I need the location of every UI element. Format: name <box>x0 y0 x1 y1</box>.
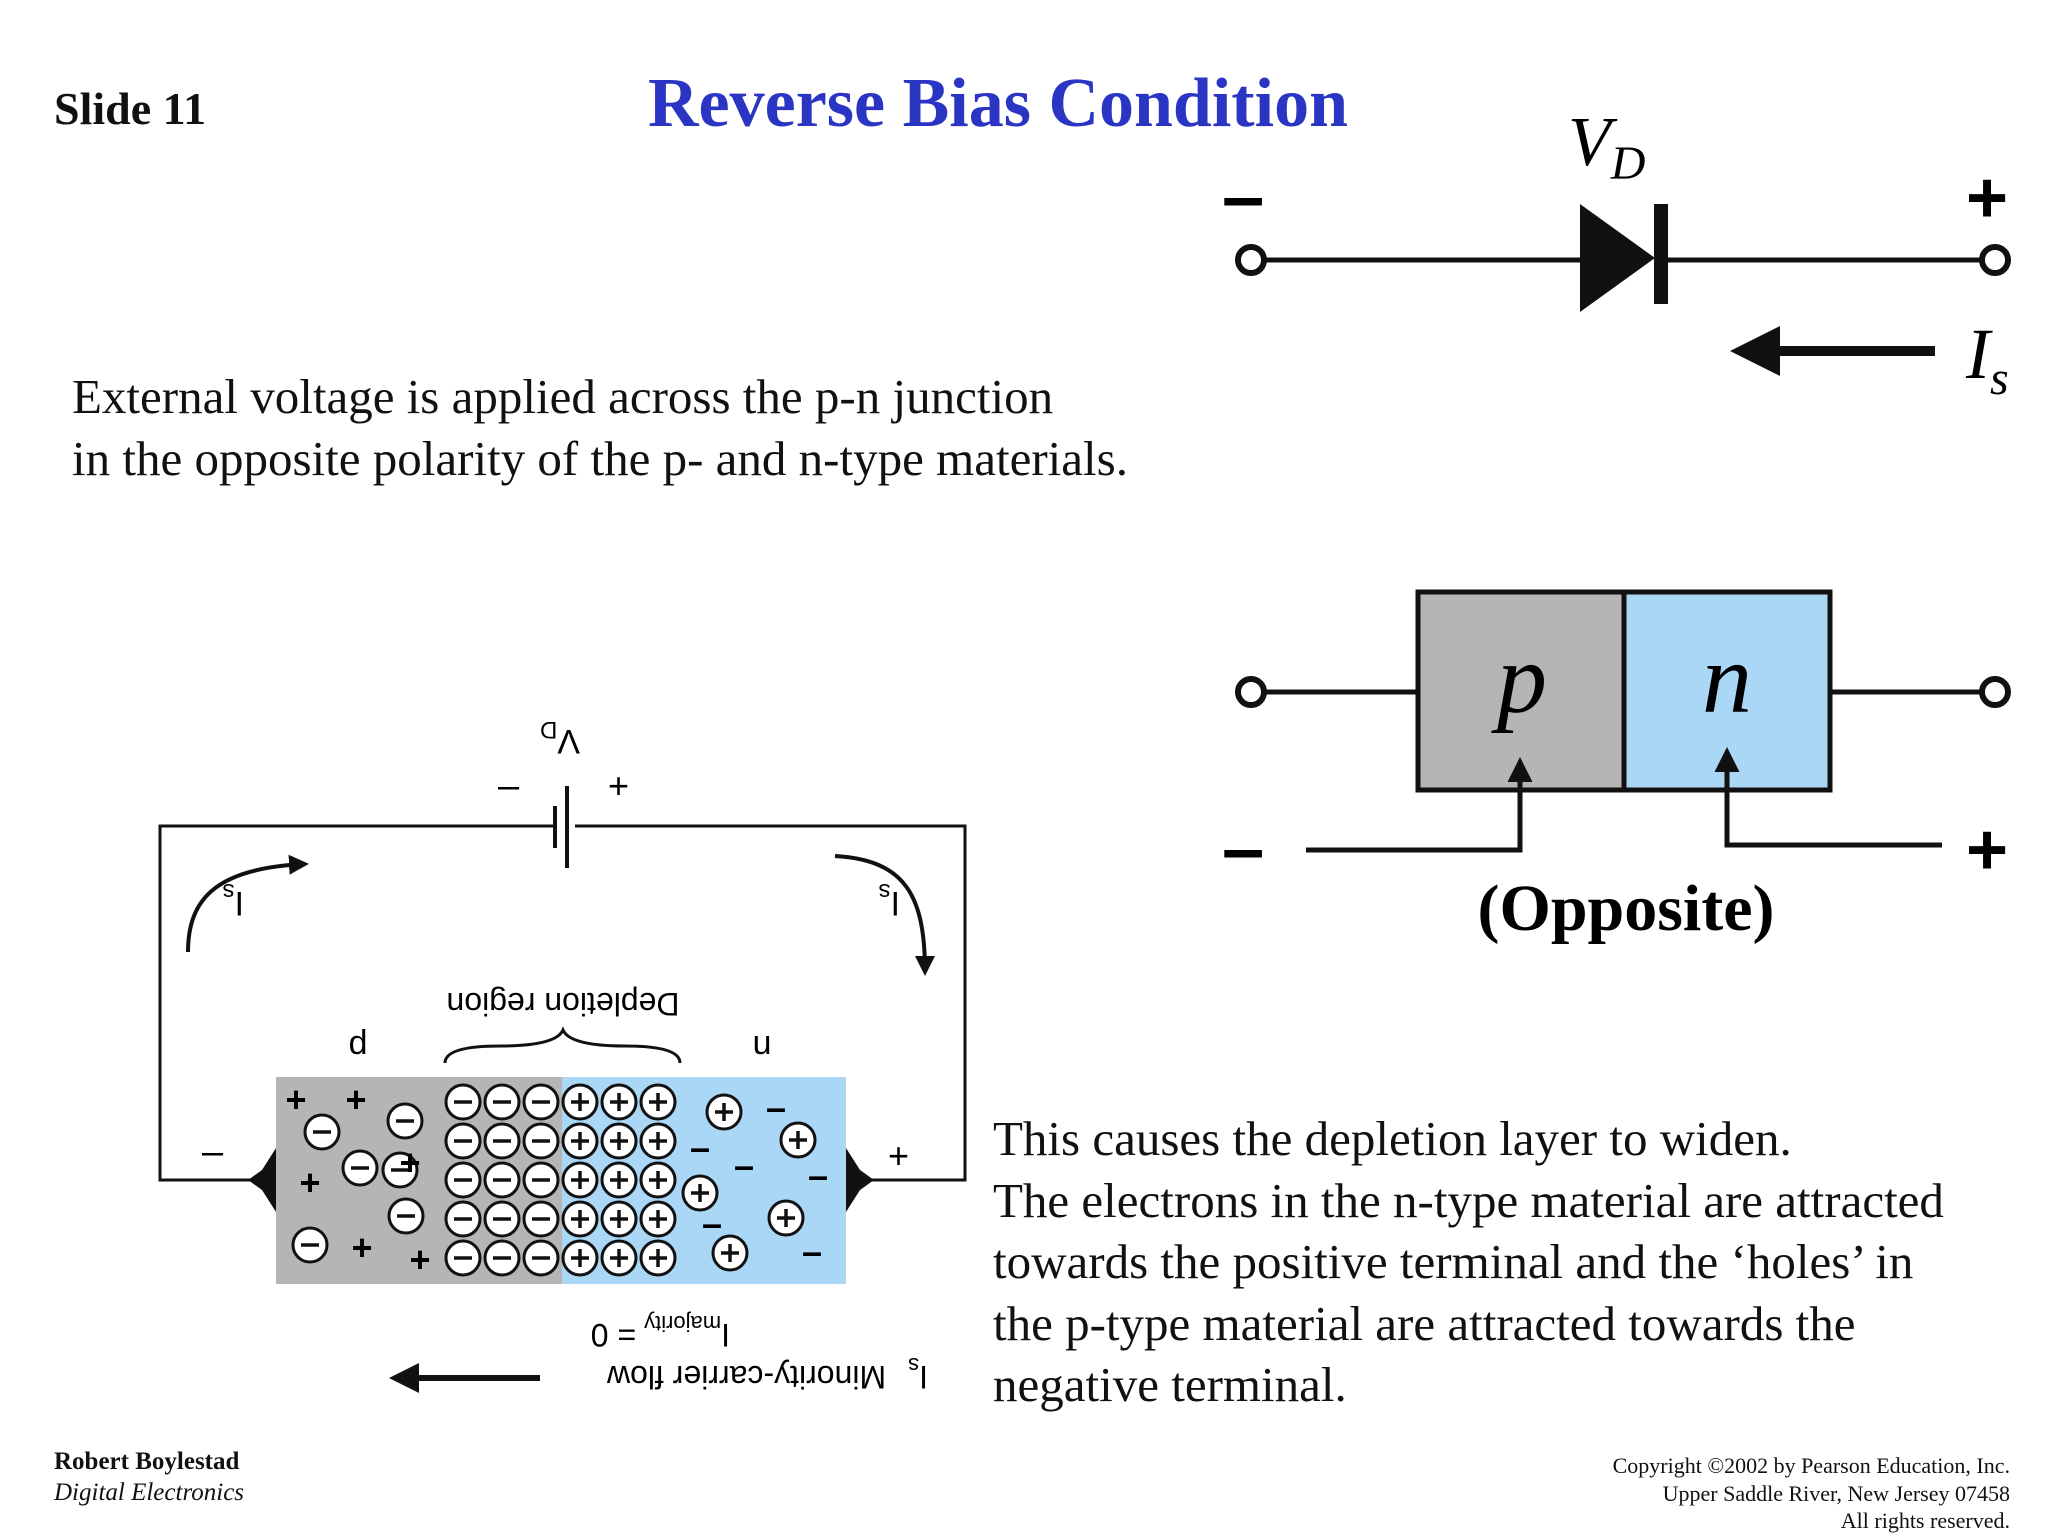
circuit-diagram: – + VD Is Is Depletion region p n – + + +… <box>158 716 967 1395</box>
footer-copyright-block: Copyright ©2002 by Pearson Education, In… <box>1613 1452 2010 1535</box>
p-label: p <box>1491 623 1547 734</box>
explanation-line: negative terminal. <box>993 1357 1347 1412</box>
terminal-right <box>1979 244 2011 276</box>
explanation-line: the p-type material are attracted toward… <box>993 1295 1856 1351</box>
explanation-line: towards the positive terminal and the ‘h… <box>993 1234 1914 1289</box>
depletion-brace <box>443 1026 682 1064</box>
current-arrow-left <box>186 854 309 953</box>
footer-author-block: Robert Boylestad Digital Electronics <box>54 1446 244 1508</box>
plus-sign: + <box>1966 158 2008 238</box>
explanation-line: This causes the depletion layer to widen… <box>993 1111 1792 1166</box>
source-label: VD <box>540 716 580 760</box>
p-lead-arrow <box>1306 757 1533 853</box>
n-contact <box>846 1148 874 1212</box>
hole-carrier: + <box>409 1239 430 1280</box>
depletion-region-label: Depletion region <box>446 986 679 1022</box>
wire-left <box>158 824 555 1182</box>
copyright-line: Upper Saddle River, New Jersey 07458 <box>1662 1480 2010 1506</box>
intro-line: in the opposite polarity of the p- and n… <box>72 431 1128 486</box>
battery-minus: – <box>498 765 520 807</box>
wire-right <box>575 824 967 1182</box>
voltage-label: VD <box>1568 104 1645 190</box>
svg-text:Imajority= 0: Imajority= 0 <box>591 1311 730 1353</box>
svg-text:Is: Is <box>879 878 900 922</box>
terminal-left <box>1235 244 1267 276</box>
current-label-left: Is <box>223 878 244 922</box>
copyright-line: Copyright ©2002 by Pearson Education, In… <box>1612 1453 2010 1478</box>
current-arrow-right <box>834 854 935 976</box>
electron-carrier: – <box>808 1155 828 1196</box>
svg-text:VD: VD <box>540 716 580 760</box>
diode-symbol: VD – + Is <box>1222 104 2011 405</box>
pn-junction-block: p n – + (Opposite) <box>1222 589 2011 945</box>
electron-carrier: – <box>802 1231 822 1272</box>
battery-plus: + <box>608 765 629 806</box>
majority-current-label: Imajority= 0 <box>591 1311 730 1353</box>
hole-carrier: + <box>345 1079 366 1120</box>
electron-carrier: – <box>702 1203 722 1244</box>
minus-sign: – <box>1222 154 1264 239</box>
hole-carrier: + <box>299 1162 320 1203</box>
n-side-label: n <box>753 1028 772 1066</box>
plus-sign: + <box>1966 810 2008 890</box>
intro-line: External voltage is applied across the p… <box>72 369 1054 424</box>
diode-anode-triangle <box>1580 204 1655 312</box>
copyright-line: All rights reserved. <box>1840 1508 2010 1533</box>
circuit-terminal-plus: + <box>888 1135 909 1176</box>
slide-number: Slide 11 <box>54 83 207 134</box>
circuit-terminal-minus: – <box>202 1131 224 1173</box>
explanation-line: The electrons in the n-type material are… <box>993 1172 1944 1228</box>
electron-carrier: – <box>766 1087 786 1128</box>
svg-text:Is: Is <box>223 878 244 922</box>
p-contact <box>248 1148 276 1212</box>
opposite-caption: (Opposite) <box>1478 872 1775 945</box>
minus-sign: – <box>1222 806 1264 891</box>
svg-text:Depletion region: Depletion region <box>446 986 679 1022</box>
minority-flow-label: IsMinority-carrier flow <box>606 1353 928 1395</box>
author-name: Robert Boylestad <box>54 1448 240 1475</box>
terminal-right <box>1979 676 2011 708</box>
n-label: n <box>1702 623 1752 734</box>
svg-text:n: n <box>753 1028 772 1066</box>
p-side-label: p <box>349 1028 368 1066</box>
hole-carrier: + <box>285 1079 306 1120</box>
current-label-right: Is <box>879 878 900 922</box>
explanation-text: This causes the depletion layer to widen… <box>993 1108 1944 1416</box>
current-label: Is <box>1965 314 2009 405</box>
hole-carrier: + <box>399 1142 420 1183</box>
svg-text:IsMinority-carrier flow: IsMinority-carrier flow <box>606 1353 928 1395</box>
slide-title: Reverse Bias Condition <box>648 65 1348 142</box>
terminal-left <box>1235 676 1267 708</box>
charge-carriers: ++++++–––––– <box>285 1079 828 1280</box>
electron-carrier: – <box>690 1127 710 1168</box>
electron-carrier: – <box>734 1145 754 1186</box>
hole-carrier: + <box>351 1227 372 1268</box>
diode-cathode-bar <box>1654 204 1668 304</box>
intro-text: External voltage is applied across the p… <box>72 366 1128 490</box>
svg-text:p: p <box>349 1028 368 1066</box>
book-title: Digital Electronics <box>54 1479 245 1506</box>
